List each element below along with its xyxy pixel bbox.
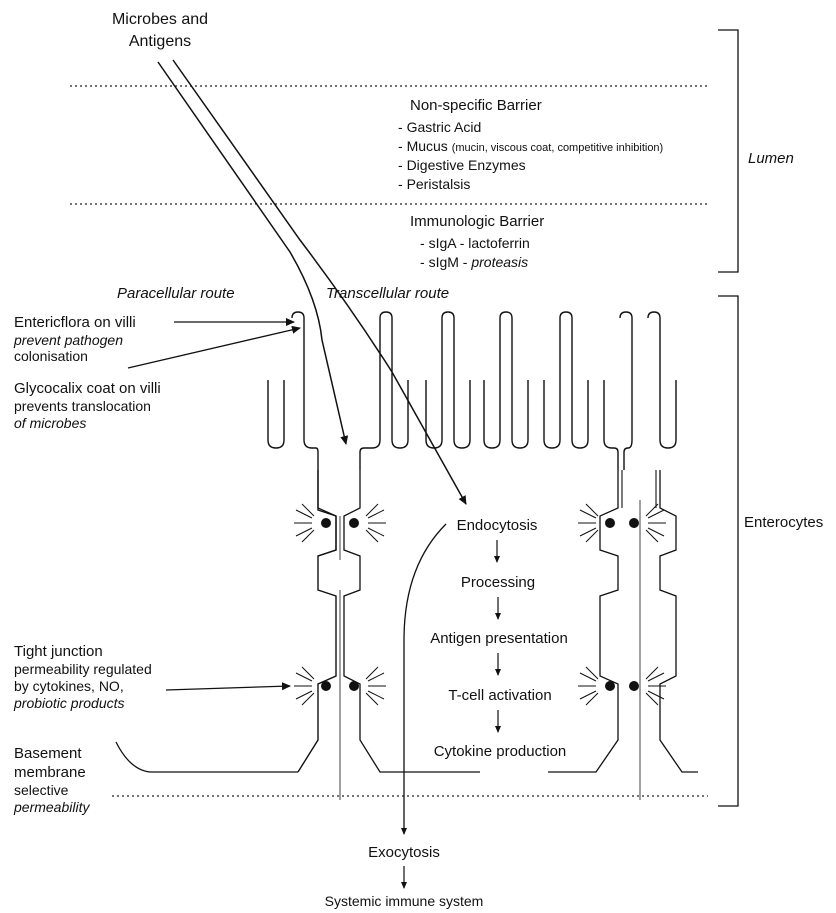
nonspecific-barrier-title: Non-specific Barrier [410,97,542,114]
entericflora-line2: colonisation [14,348,88,364]
tight-junction-line3: probiotic products [13,695,125,711]
tight-junction-dot [350,682,359,691]
basement-line3: selective [14,782,69,798]
source-title-line1: Microbes and [112,11,208,28]
entericflora-line1: prevent pathogen [13,332,123,348]
pathway-step-cytokine-production: Cytokine production [434,743,567,760]
nonspecific-item-digestive-enzymes: - Digestive Enzymes [398,157,526,173]
tight-junction-dot [630,519,639,528]
glycocalix-line1: prevents translocation [14,398,151,414]
lumen-label: Lumen [748,150,794,167]
endocytosis-to-exocytosis-arrow [404,524,446,834]
paracellular-route-label: Paracellular route [117,285,235,302]
tight-junction-arrow [166,686,290,690]
pathway-step-antigen-presentation: Antigen presentation [430,630,568,647]
tight-junction-title: Tight junction [14,643,103,660]
tight-junction-dot [630,682,639,691]
tight-junction-dot [606,682,615,691]
transcellular-route-label: Transcellular route [326,285,449,302]
tight-junction-dot [350,519,359,528]
pathway-step-t-cell-activation: T-cell activation [448,687,551,704]
systemic-immune-system-label: Systemic immune system [325,893,484,909]
paracellular-route-arrow [158,62,346,444]
immunologic-row1: - sIgA - lactoferrin [420,235,530,251]
tight-junction-dot [322,519,331,528]
basement-line4: permeability [13,799,90,815]
enterocytes-bracket [718,296,738,806]
pathway-step-endocytosis: Endocytosis [457,517,538,534]
tight-junction-line2: by cytokines, NO, [14,678,124,694]
glycocalix-arrow [128,328,300,368]
immunologic-row2: - sIgM - proteasis [420,254,528,270]
nonspecific-item-gastric-acid: - Gastric Acid [398,119,481,135]
source-title-line2: Antigens [129,33,191,50]
basement-line1: Basement [14,745,82,762]
nonspecific-item-peristalsis: - Peristalsis [398,176,470,192]
left-cell-junction [318,470,480,772]
tight-junction-dot [606,519,615,528]
enterocytes-label: Enterocytes [744,514,823,531]
lumen-bracket [718,30,738,272]
basement-line2: membrane [14,764,86,781]
right-cell-junction [548,470,698,772]
basement-membrane-line [116,742,298,772]
nonspecific-item-mucus: - Mucus (mucin, viscous coat, competitiv… [398,138,663,154]
exocytosis-label: Exocytosis [368,844,440,861]
glycocalix-title: Glycocalix coat on villi [14,380,161,397]
pathway-step-processing: Processing [461,574,535,591]
glycocalix-line2: of microbes [14,415,86,431]
entericflora-title: Entericflora on villi [14,314,136,331]
right-cell-upper-walls [622,470,656,508]
tight-junction-line1: permeability regulated [14,661,152,677]
tight-junction-marks [294,504,666,705]
tight-junction-dot [322,682,331,691]
immunologic-barrier-title: Immunologic Barrier [410,213,544,230]
